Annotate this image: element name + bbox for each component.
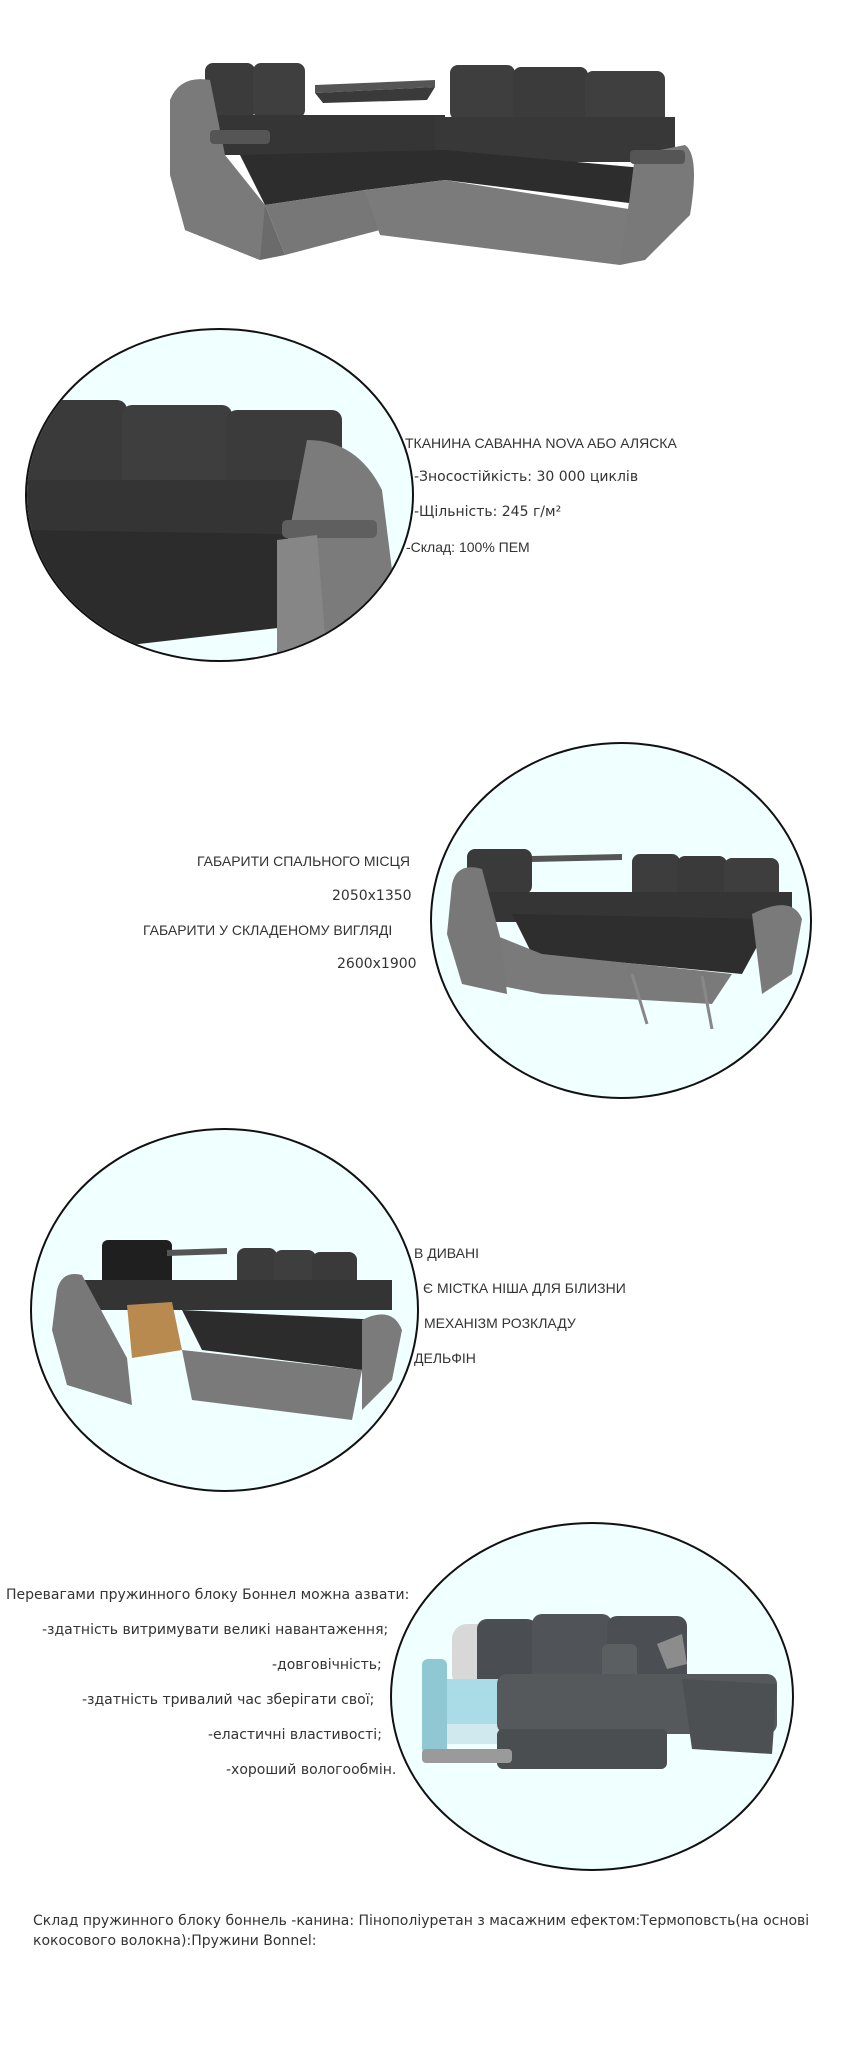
bonnel-advantage-item: -здатність тривалий час зберігати свої;: [82, 1692, 375, 1708]
bonnel-advantages-title: Перевагами пружинного блоку Боннел можна…: [6, 1587, 410, 1603]
hero-sofa-image: [165, 55, 695, 285]
spring-block-composition-text: Склад пружинного блоку боннель -канина: …: [33, 1913, 810, 1949]
bonnel-advantage-item: -еластичні властивості;: [208, 1727, 382, 1743]
feature-line: Є МІСТКА НІША ДЛЯ БІЛИЗНИ: [423, 1280, 626, 1296]
unfolded-sofa-image: [430, 742, 812, 1099]
spring-block-sofa-image: [390, 1522, 794, 1871]
bonnel-advantage-item: -здатність витримувати великі навантажен…: [42, 1622, 389, 1638]
fabric-title: ТКАНИНА САВАННА NOVA АБО АЛЯСКА: [405, 435, 677, 451]
sleeping-area-value: 2050x1350: [332, 888, 412, 904]
fabric-closeup-image: [25, 328, 414, 662]
fabric-spec-line: -Зносостійкість: 30 000 циклів: [414, 469, 639, 485]
storage-sofa-image: [30, 1128, 419, 1492]
bonnel-advantage-item: -хороший вологообмін.: [226, 1762, 397, 1778]
fabric-spec-line: -Щільність: 245 г/м²: [414, 504, 562, 520]
folded-size-label: ГАБАРИТИ У СКЛАДЕНОМУ ВИГЛЯДІ: [143, 922, 393, 938]
bonnel-advantage-item: -довговічність;: [272, 1657, 382, 1673]
feature-line: В ДИВАНІ: [414, 1245, 479, 1261]
sleeping-area-label: ГАБАРИТИ СПАЛЬНОГО МІСЦЯ: [197, 853, 411, 869]
feature-line: МЕХАНІЗМ РОЗКЛАДУ: [424, 1315, 576, 1331]
folded-size-value: 2600x1900: [337, 956, 417, 972]
feature-line: ДЕЛЬФІН: [414, 1350, 476, 1366]
fabric-spec-line: -Склад: 100% ПЕМ: [406, 539, 530, 555]
